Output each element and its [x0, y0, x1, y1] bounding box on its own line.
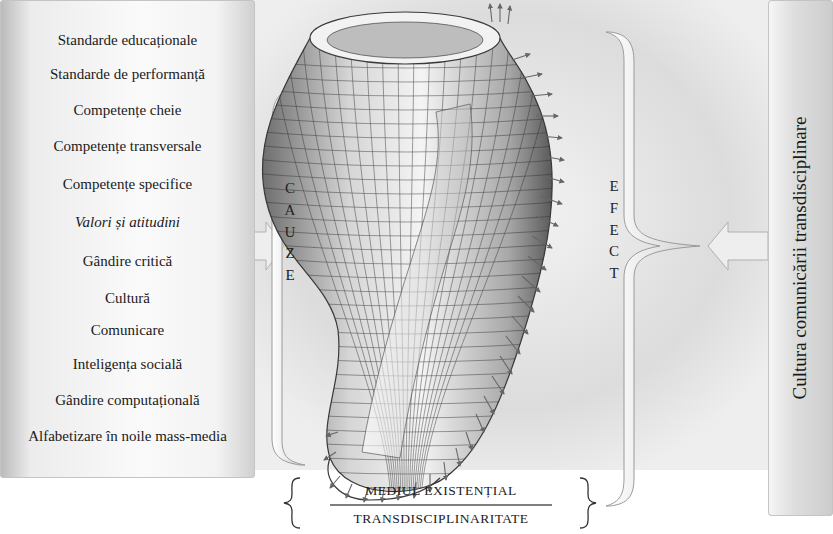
cause-item: Competențe transversale [54, 138, 202, 155]
normal-arrow [444, 462, 446, 480]
normal-arrow [536, 216, 558, 226]
cause-item: Valori și atitudini [75, 214, 180, 231]
cause-item: Comunicare [91, 322, 164, 339]
normal-arrow [476, 414, 484, 432]
normal-arrow [536, 115, 558, 116]
effect-label: EFECT [607, 176, 622, 285]
normal-arrow [512, 54, 530, 60]
bottle-grid [240, 30, 580, 502]
effect-panel: Cultura comunicării transdisciplinare [768, 0, 833, 516]
normal-arrow [522, 276, 540, 292]
causes-panel: Standarde educaționaleStandarde de perfo… [0, 0, 255, 478]
cause-item: Inteligența socială [73, 356, 183, 373]
environment-label: MEDIUL EXISTENȚIAL [365, 483, 516, 499]
grid-line [240, 410, 580, 418]
normal-arrow [522, 74, 542, 78]
normal-arrow [512, 316, 528, 334]
normal-arrow [528, 256, 546, 270]
normal-arrow [542, 156, 564, 160]
grid-line [240, 438, 580, 446]
transdisciplinarity-label: TRANSDISCIPLINARITATE [353, 511, 528, 527]
causes-label: CAUZE [283, 178, 298, 287]
normal-arrow [500, 356, 512, 374]
grid-line [240, 116, 580, 124]
normal-arrow [330, 476, 340, 488]
normal-arrow [508, 6, 510, 24]
normal-arrow [492, 376, 504, 394]
normal-arrow [499, 4, 500, 22]
normal-arrow [532, 236, 552, 248]
cause-item: Gândire computațională [55, 392, 200, 409]
grid-line [240, 88, 580, 96]
normal-arrow [490, 4, 492, 22]
normal-arrow [466, 432, 472, 450]
normal-arrow [326, 432, 338, 436]
grid-line [240, 102, 580, 110]
grid-line [240, 130, 580, 138]
cause-item: Gândire critică [83, 253, 173, 270]
effect-title: Cultura comunicării transdisciplinare [790, 117, 812, 400]
grid-line [240, 172, 580, 180]
normal-arrow [540, 136, 562, 138]
normal-arrow [484, 396, 494, 414]
normal-arrow [324, 452, 336, 460]
cause-item: Standarde educaționale [58, 32, 198, 49]
cause-item: Competențe cheie [74, 102, 182, 119]
cause-item: Alfabetizare în noile mass-media [28, 428, 227, 445]
normal-arrow [456, 448, 460, 466]
normal-arrow [530, 94, 552, 96]
normal-arrow [518, 296, 534, 312]
cause-item: Cultură [105, 290, 150, 307]
grid-line [240, 158, 580, 166]
grid-line [240, 452, 580, 460]
normal-arrow [346, 484, 352, 498]
normal-arrow [542, 176, 564, 182]
cause-item: Competențe specifice [63, 176, 193, 193]
normal-arrows [324, 4, 564, 502]
cause-item: Standarde de performanță [50, 66, 205, 83]
normal-arrow [506, 336, 520, 354]
normal-arrow [540, 196, 562, 204]
